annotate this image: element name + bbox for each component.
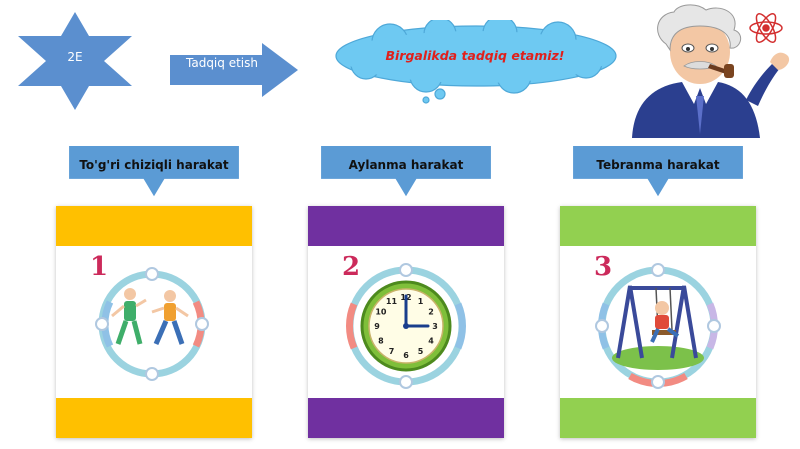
callout-1: [69, 146, 239, 197]
star-label: 2E: [67, 50, 83, 64]
clock-numeral: 1: [418, 297, 424, 306]
thought-cloud: [335, 20, 617, 104]
arrow-label: Tadqiq etish: [186, 56, 258, 70]
running-children-icon: [95, 267, 209, 381]
clock-numeral: 4: [428, 337, 434, 346]
callout-3: [573, 146, 743, 197]
arrow-shape: [170, 43, 298, 97]
clock-numeral: 8: [378, 337, 384, 346]
card-linear-motion: 1: [56, 206, 252, 438]
star-shape: [18, 12, 132, 110]
callout-3-title: Tebranma harakat: [596, 158, 720, 172]
clock-numeral: 9: [374, 322, 380, 331]
clock-numeral: 6: [403, 351, 409, 360]
card-band-top: [308, 206, 504, 246]
card-band-bottom: [308, 398, 504, 438]
callout-2: [321, 146, 491, 197]
swing-icon: [595, 263, 721, 389]
cloud-text: Birgalikda tadqiq etamiz!: [385, 48, 565, 63]
callout-2-title: Aylanma harakat: [348, 158, 464, 172]
einstein-icon: [632, 4, 790, 138]
clock-numeral: 2: [428, 308, 434, 317]
card-band-top: [56, 206, 252, 246]
clock-numeral: 11: [386, 297, 398, 306]
clock-numeral: 5: [418, 347, 424, 356]
card-oscillatory-motion: 3: [560, 206, 756, 438]
card-band-bottom: [56, 398, 252, 438]
clock-numeral: 10: [375, 308, 387, 317]
clock-numeral: 7: [389, 347, 395, 356]
callout-1-title: To'g'ri chiziqli harakat: [79, 158, 229, 172]
card-number: 2: [342, 252, 361, 282]
clock-numeral: 3: [432, 322, 438, 331]
card-band-bottom: [560, 398, 756, 438]
card-band-top: [560, 206, 756, 246]
card-number: 1: [90, 252, 109, 282]
card-number: 3: [594, 252, 613, 282]
